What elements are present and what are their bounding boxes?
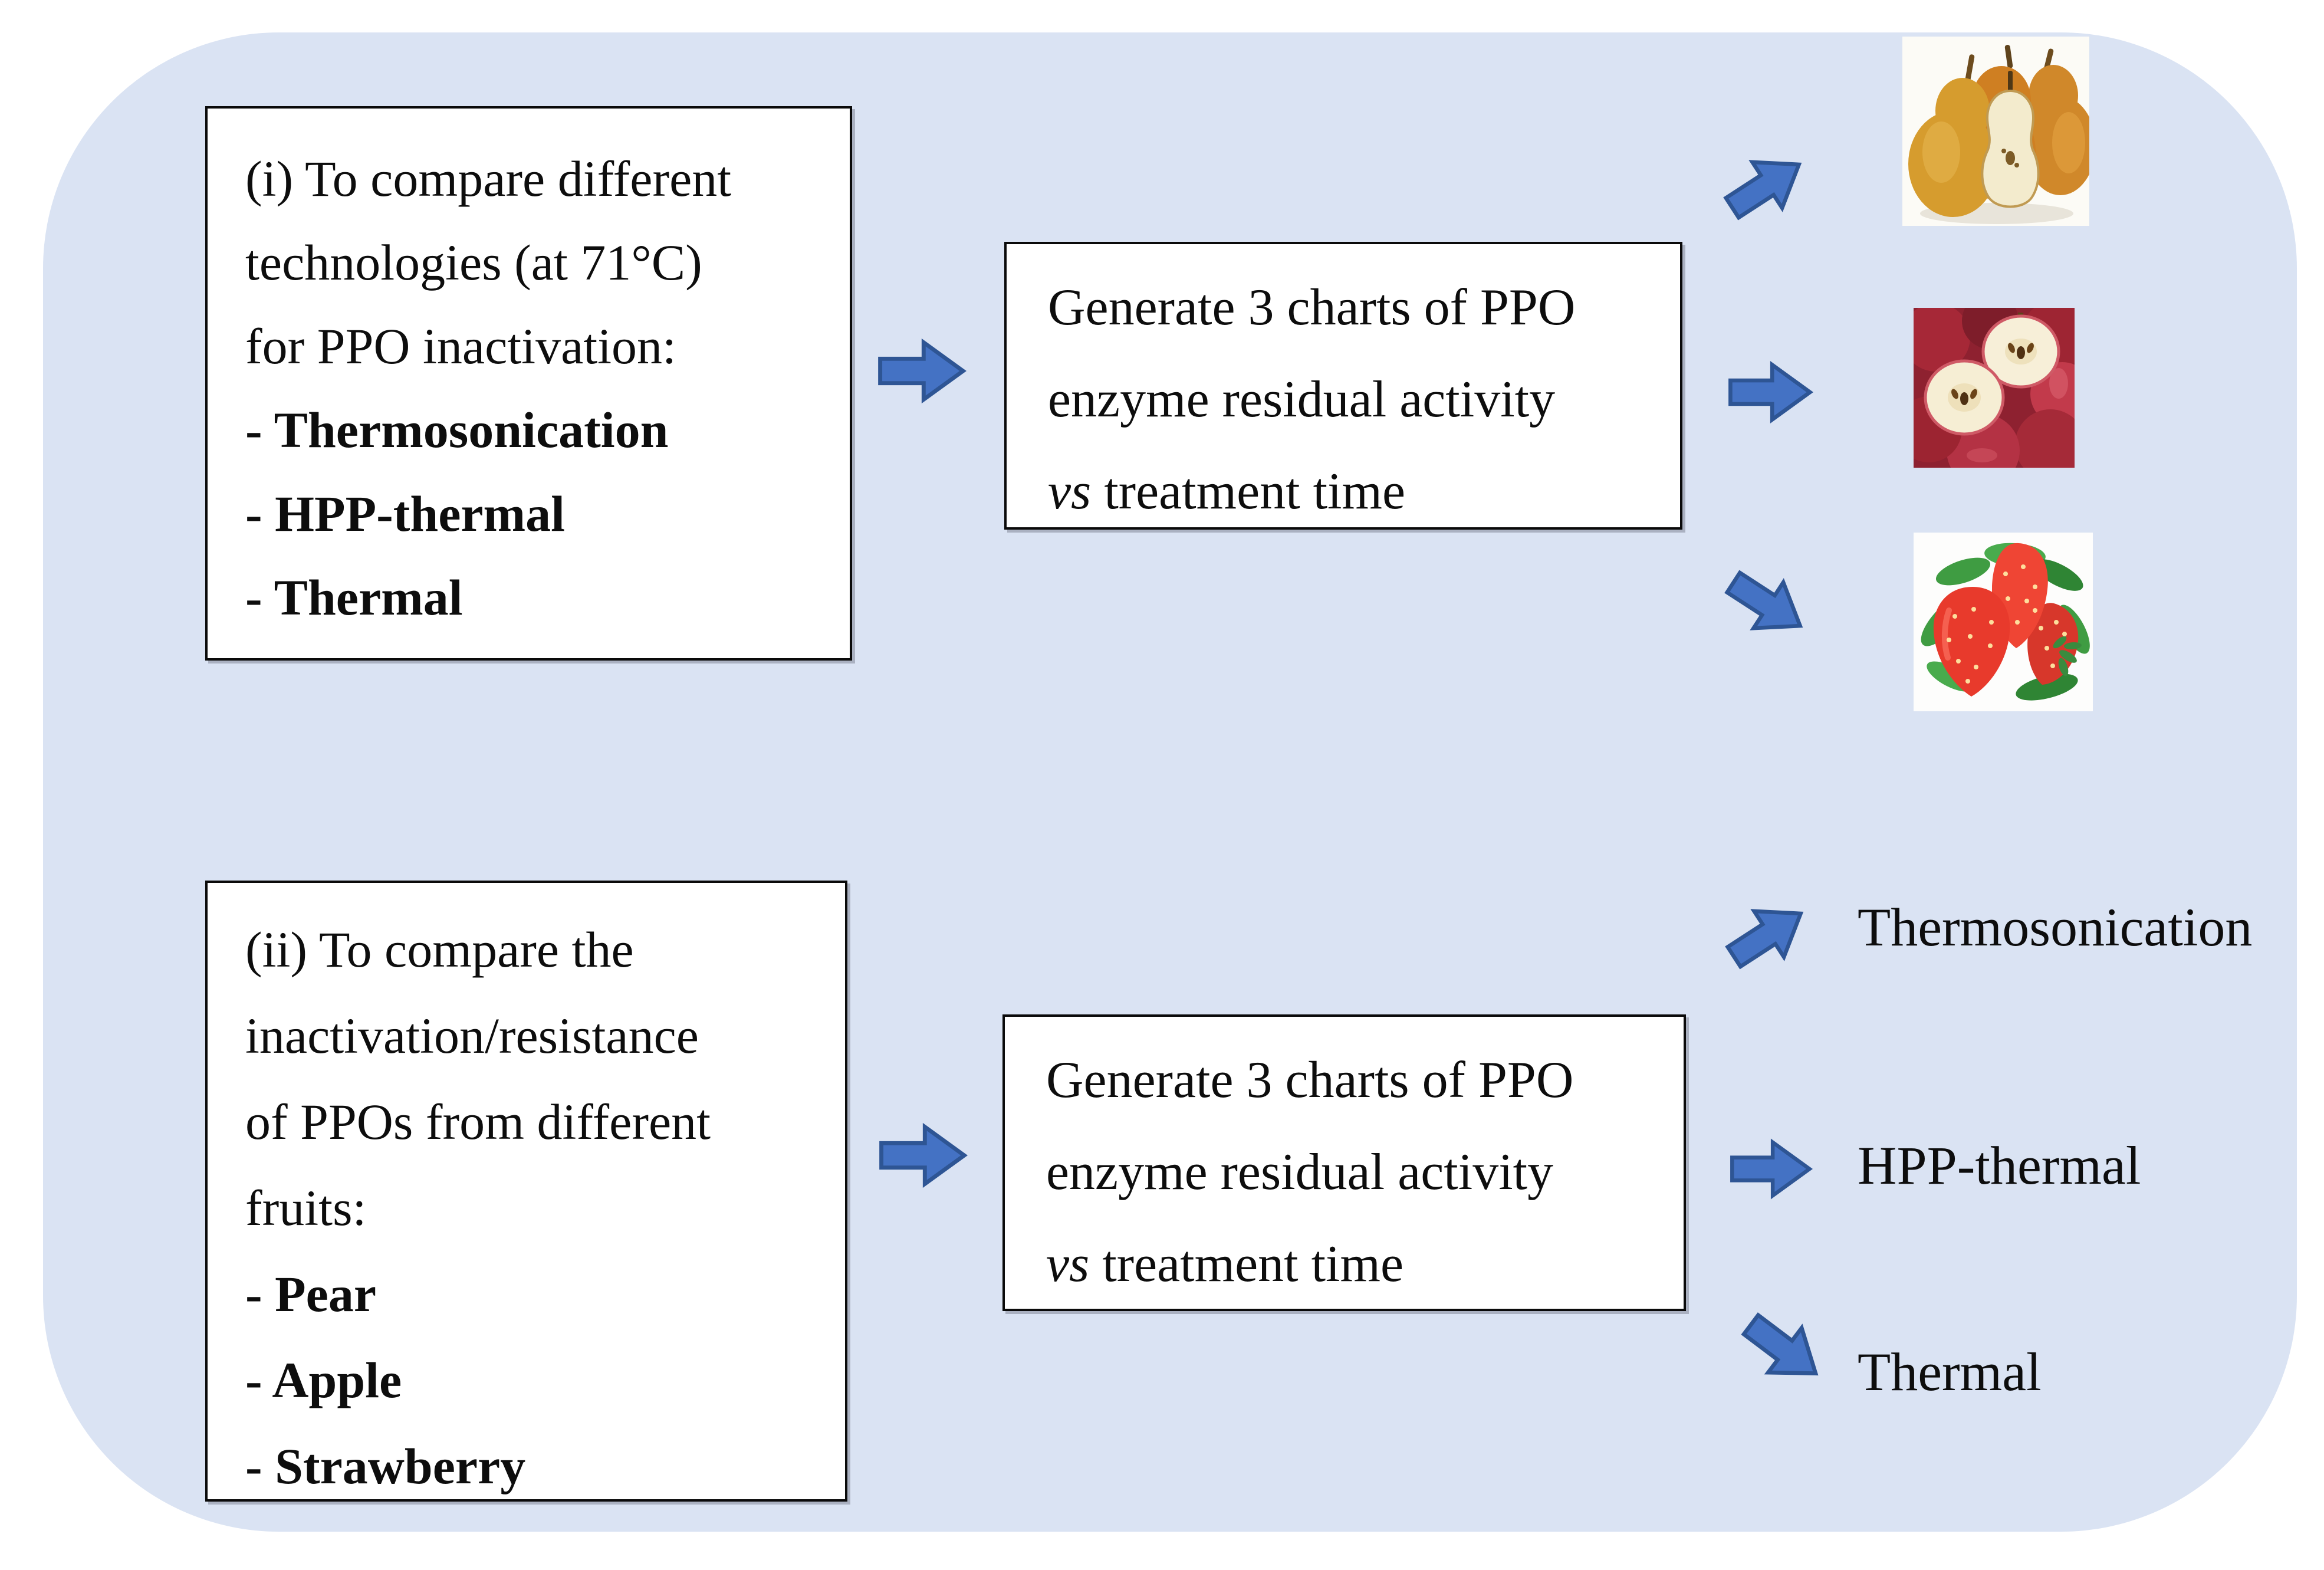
output-label-hpp-thermal: HPP-thermal (1858, 1135, 2141, 1195)
process-1-line-1: Generate 3 charts of PPO (1048, 279, 1576, 336)
process-2-line-2: enzyme residual activity (1046, 1144, 1554, 1201)
objective-box-i: (i) To compare different technologies (a… (205, 106, 852, 661)
objective-ii-line-3: of PPOs from different (245, 1093, 711, 1150)
process-1-line-2: enzyme residual activity (1048, 371, 1556, 428)
arrow-to-apple-icon (1728, 361, 1814, 423)
objective-i-item-thermal: - Thermal (245, 569, 463, 626)
objective-i-item-hpp-thermal: - HPP-thermal (245, 485, 566, 542)
process-2-line-3-rest: treatment time (1089, 1236, 1403, 1293)
objective-ii-item-pear: - Pear (245, 1266, 377, 1322)
process-2-vs: vs (1046, 1236, 1090, 1293)
objective-ii-line-4: fruits: (245, 1180, 367, 1236)
objective-i-line-3: for PPO inactivation: (245, 318, 676, 375)
strawberry-photo (1914, 533, 2093, 711)
output-label-thermal: Thermal (1858, 1342, 2042, 1402)
objective-ii-line-1: (ii) To compare the (245, 921, 634, 978)
pear-photo (1902, 37, 2089, 226)
objective-ii-item-strawberry: - Strawberry (245, 1438, 526, 1495)
objective-i-line-1: (i) To compare different (245, 150, 732, 207)
process-1-line-3: vs treatment time (1048, 446, 1668, 538)
output-label-thermosonication: Thermosonication (1858, 897, 2253, 957)
objective-box-ii: (ii) To compare the inactivation/resista… (205, 881, 847, 1502)
arrow-to-thermosonication-icon (1725, 909, 1804, 970)
process-2-line-1: Generate 3 charts of PPO (1046, 1052, 1574, 1109)
arrow-to-hpp-thermal-icon (1730, 1138, 1813, 1200)
process-box-2: Generate 3 charts of PPO enzyme residual… (1002, 1014, 1686, 1311)
objective-ii-item-apple: - Apple (245, 1352, 402, 1408)
objective-i-line-2: technologies (at 71°C) (245, 234, 702, 291)
process-1-vs: vs (1048, 463, 1092, 520)
arrow-objective-to-process-1-icon (878, 338, 967, 404)
apple-photo (1914, 308, 2075, 468)
arrow-to-strawberry-icon (1724, 570, 1803, 630)
arrow-to-pear-icon (1723, 160, 1802, 221)
arrow-objective-to-process-2-icon (879, 1122, 968, 1188)
process-1-line-3-rest: treatment time (1091, 463, 1405, 520)
arrow-to-thermal-icon (1741, 1312, 1819, 1376)
process-box-1: Generate 3 charts of PPO enzyme residual… (1004, 242, 1682, 530)
process-2-line-3: vs treatment time (1046, 1218, 1672, 1310)
objective-i-item-thermosonication: - Thermosonication (245, 402, 669, 458)
objective-ii-line-2: inactivation/resistance (245, 1007, 699, 1064)
